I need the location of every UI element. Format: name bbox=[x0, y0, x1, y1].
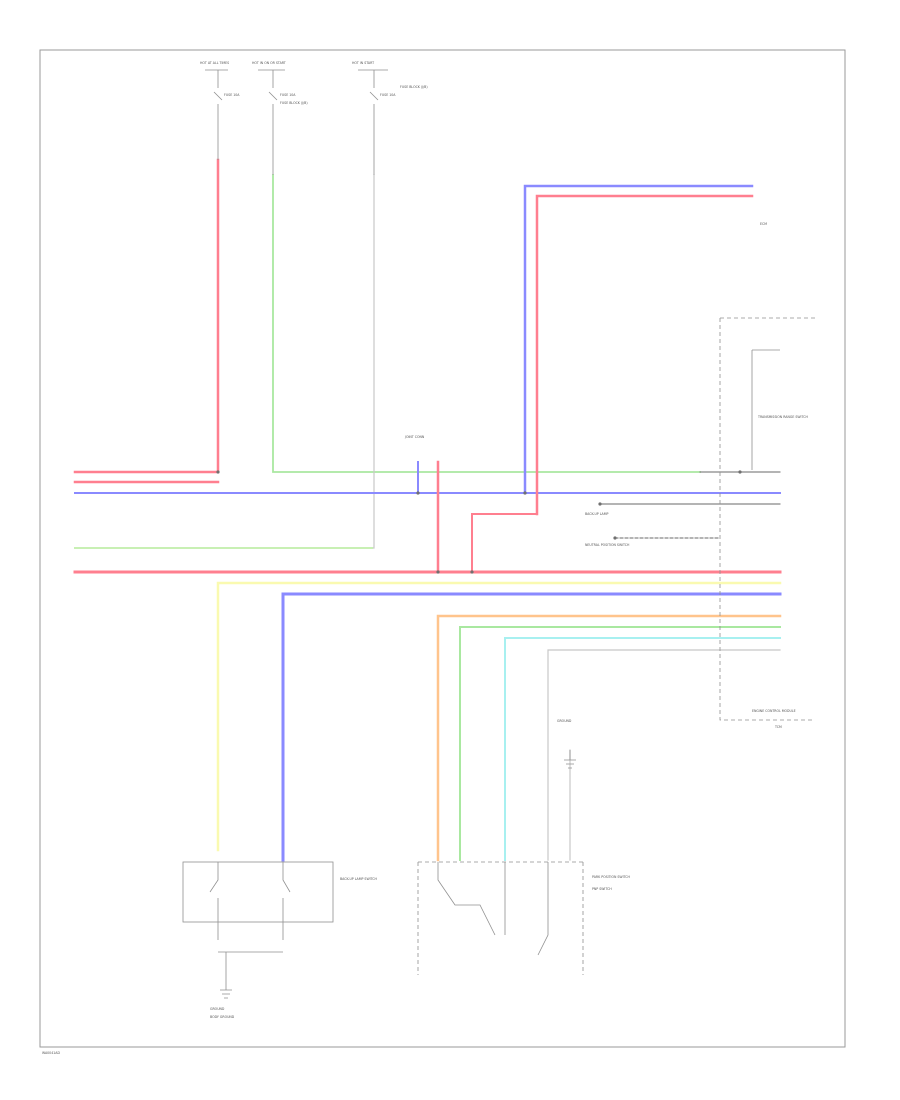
ecm-right-label: ENGINE CONTROL MODULE bbox=[752, 709, 796, 713]
ecm-label: ECM bbox=[760, 222, 767, 226]
fuse-3-label: FUSE 10A bbox=[380, 93, 396, 97]
junction-dot bbox=[613, 536, 617, 540]
fuse-block-3-label: FUSE BLOCK (J/B) bbox=[400, 85, 428, 89]
module-outline bbox=[719, 317, 815, 721]
transmission-range-switch-label: TRANSMISSION RANGE SWITCH bbox=[757, 415, 808, 419]
hot-fuse-2-label: HOT IN ON OR START bbox=[252, 61, 286, 65]
control-module bbox=[719, 317, 815, 721]
junction-dot bbox=[436, 570, 440, 574]
junction-dot bbox=[523, 491, 527, 495]
wire-yellow bbox=[216, 581, 782, 852]
wire-blue-down bbox=[281, 592, 782, 862]
wire-red-top bbox=[535, 194, 754, 516]
fuse-1-label: FUSE 10A bbox=[224, 93, 240, 97]
wire-red-fuse-1 bbox=[73, 158, 220, 474]
wire-red-link bbox=[471, 513, 538, 573]
back-up-lamp-label: BACK-UP LAMP bbox=[585, 512, 608, 516]
neutral-switch-label: NEUTRAL POSITION SWITCH bbox=[585, 543, 630, 547]
ground-2-label: GROUND bbox=[557, 719, 572, 723]
backup-switch-label: BACK-UP LAMP SWITCH bbox=[340, 877, 378, 881]
junction-dot bbox=[470, 570, 474, 574]
fuse-block-2-label: FUSE BLOCK (J/B) bbox=[280, 101, 308, 105]
labels: HOT AT ALL TIMES HOT IN ON OR START HOT … bbox=[42, 61, 808, 1055]
ground-1-icon bbox=[220, 952, 232, 999]
junction-dot bbox=[416, 491, 420, 495]
park-switch-label: PARK POSITION SWITCH bbox=[592, 875, 631, 879]
joint-connector-label: JOINT CONN bbox=[404, 435, 425, 439]
fuse-2-label: FUSE 10A bbox=[280, 93, 296, 97]
ground-2-icon bbox=[564, 750, 576, 769]
left-switch-assembly bbox=[182, 861, 334, 999]
right-switch-assembly bbox=[417, 750, 584, 975]
junctions bbox=[216, 470, 742, 574]
left-switch-box bbox=[182, 861, 334, 923]
wire-green-fuse-2 bbox=[272, 174, 701, 473]
left-switch-contacts bbox=[209, 862, 291, 953]
fuse-1-icon bbox=[205, 69, 228, 160]
wire-blue-top bbox=[523, 184, 754, 495]
module-inner-bracket bbox=[751, 349, 780, 470]
right-switch-outline bbox=[417, 861, 584, 975]
diagram-frame bbox=[39, 49, 846, 1048]
wire-orange bbox=[436, 614, 782, 862]
wire-gray-down bbox=[547, 649, 781, 861]
tcm-label: TCM bbox=[774, 725, 782, 729]
body-ground-label: BODY GROUND bbox=[210, 1015, 235, 1019]
fuse-3-icon bbox=[358, 69, 388, 175]
fuse-2-icon bbox=[258, 69, 285, 175]
junction-dot bbox=[738, 470, 742, 474]
footer-code: WA0041AD bbox=[42, 1051, 60, 1055]
fuse-group bbox=[205, 69, 388, 175]
wires bbox=[73, 158, 782, 862]
ground-1-label: GROUND bbox=[210, 1007, 225, 1011]
hot-fuse-1-label: HOT AT ALL TIMES bbox=[200, 61, 229, 65]
hot-fuse-3-label: HOT IN START bbox=[352, 61, 374, 65]
right-switch-contacts bbox=[437, 862, 549, 956]
pnp-switch-label: PNP SWITCH bbox=[592, 887, 612, 891]
junction-dot bbox=[598, 502, 602, 506]
wire-green-down bbox=[459, 626, 781, 861]
junction-dot bbox=[216, 470, 220, 474]
wire-cyan bbox=[504, 637, 781, 861]
